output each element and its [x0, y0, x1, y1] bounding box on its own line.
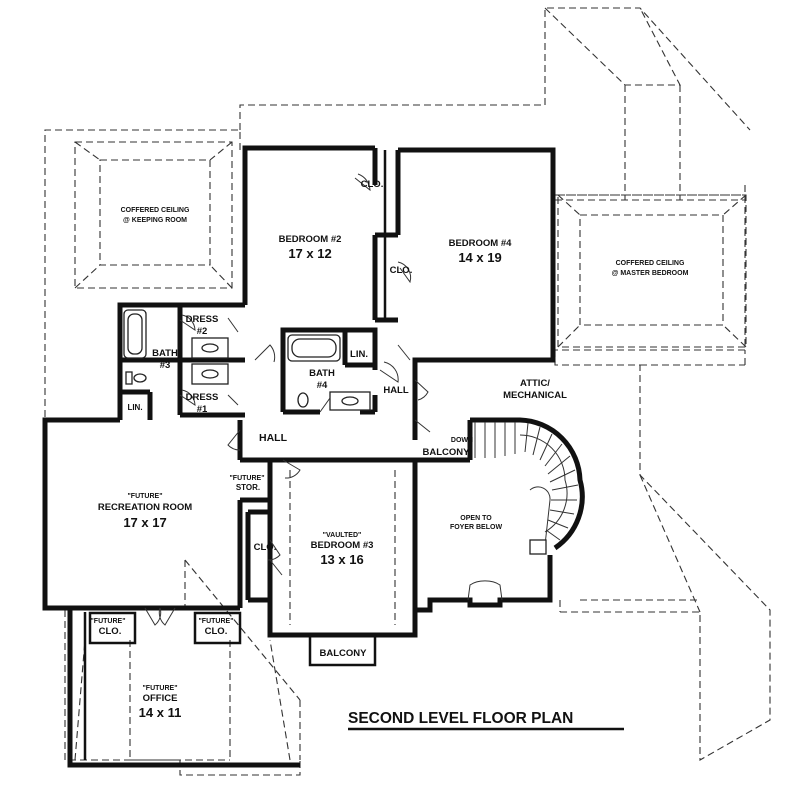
coffered-master-line2: @ MASTER BEDROOM: [612, 270, 689, 277]
linen-label-bath3: LIN.: [127, 403, 142, 412]
stair-down-label: DOWN: [451, 437, 473, 444]
recreation-name: RECREATION ROOM: [98, 502, 192, 513]
office-closet-right-label: CLO.: [205, 626, 228, 637]
plan-title-group: SECOND LEVEL FLOOR PLAN: [348, 710, 624, 731]
future-stor-line2: STOR.: [236, 483, 260, 492]
dress2-line2: #2: [197, 326, 208, 337]
coffered-keeping-line2: @ KEEPING ROOM: [123, 217, 187, 224]
bedroom4-size: 14 x 19: [458, 250, 501, 265]
bedroom2-name: BEDROOM #2: [279, 234, 342, 245]
spiral-staircase: [467, 417, 585, 601]
coffered-master-line1: COFFERED CEILING: [616, 260, 685, 267]
dress2-line1: DRESS: [186, 314, 219, 325]
closet-label-bedroom2: CLO.: [361, 179, 384, 190]
open-foyer-line1: OPEN TO: [460, 515, 492, 522]
bath3-line1: BATH: [152, 348, 178, 359]
attic-line1: ATTIC/: [520, 378, 550, 389]
coffered-keeping-line1: COFFERED CEILING: [121, 207, 190, 214]
fixtures: [123, 309, 371, 411]
bedroom3-note: "VAULTED": [323, 532, 362, 539]
roof-outline: [44, 7, 771, 776]
bath4-line1: BATH: [309, 368, 335, 379]
hall-label-main: HALL: [259, 432, 288, 444]
hall-label-upper: HALL: [383, 385, 409, 396]
balcony-stair-label: BALCONY: [423, 447, 471, 458]
bedroom3-size: 13 x 16: [320, 552, 363, 567]
room-labels: COFFERED CEILING @ KEEPING ROOM COFFERED…: [90, 179, 688, 720]
walls: [42, 145, 556, 768]
open-foyer-line2: FOYER BELOW: [450, 524, 503, 531]
bedroom4-name: BEDROOM #4: [449, 238, 513, 249]
recreation-note: "FUTURE": [127, 493, 162, 500]
bath3-line2: #3: [160, 360, 171, 371]
door-swings: [144, 173, 431, 626]
coffered-ceiling-master-bedroom: [557, 194, 747, 348]
office-closet-right-note: "FUTURE": [198, 618, 233, 625]
linen-label-bath4: LIN.: [350, 349, 368, 360]
attic-line2: MECHANICAL: [503, 390, 567, 401]
bath4-line2: #4: [317, 380, 328, 391]
closet-label-bedroom4: CLO.: [390, 265, 413, 276]
office-closet-left-note: "FUTURE": [90, 618, 125, 625]
office-closet-left-label: CLO.: [99, 626, 122, 637]
office-name: OFFICE: [143, 693, 178, 704]
future-stor-line1: "FUTURE": [229, 475, 264, 482]
coffered-ceiling-keeping-room: [74, 141, 233, 289]
balcony-bedroom3-label: BALCONY: [320, 648, 368, 659]
bedroom2-size: 17 x 12: [288, 246, 331, 261]
office-note: "FUTURE": [142, 685, 177, 692]
plan-title: SECOND LEVEL FLOOR PLAN: [348, 710, 573, 727]
recreation-size: 17 x 17: [123, 515, 166, 530]
dress1-line1: DRESS: [186, 392, 219, 403]
closet-label-bedroom3: CLO.: [254, 542, 277, 553]
dress1-line2: #1: [197, 404, 208, 415]
office-size: 14 x 11: [139, 705, 182, 720]
bedroom3-name: BEDROOM #3: [311, 540, 374, 551]
